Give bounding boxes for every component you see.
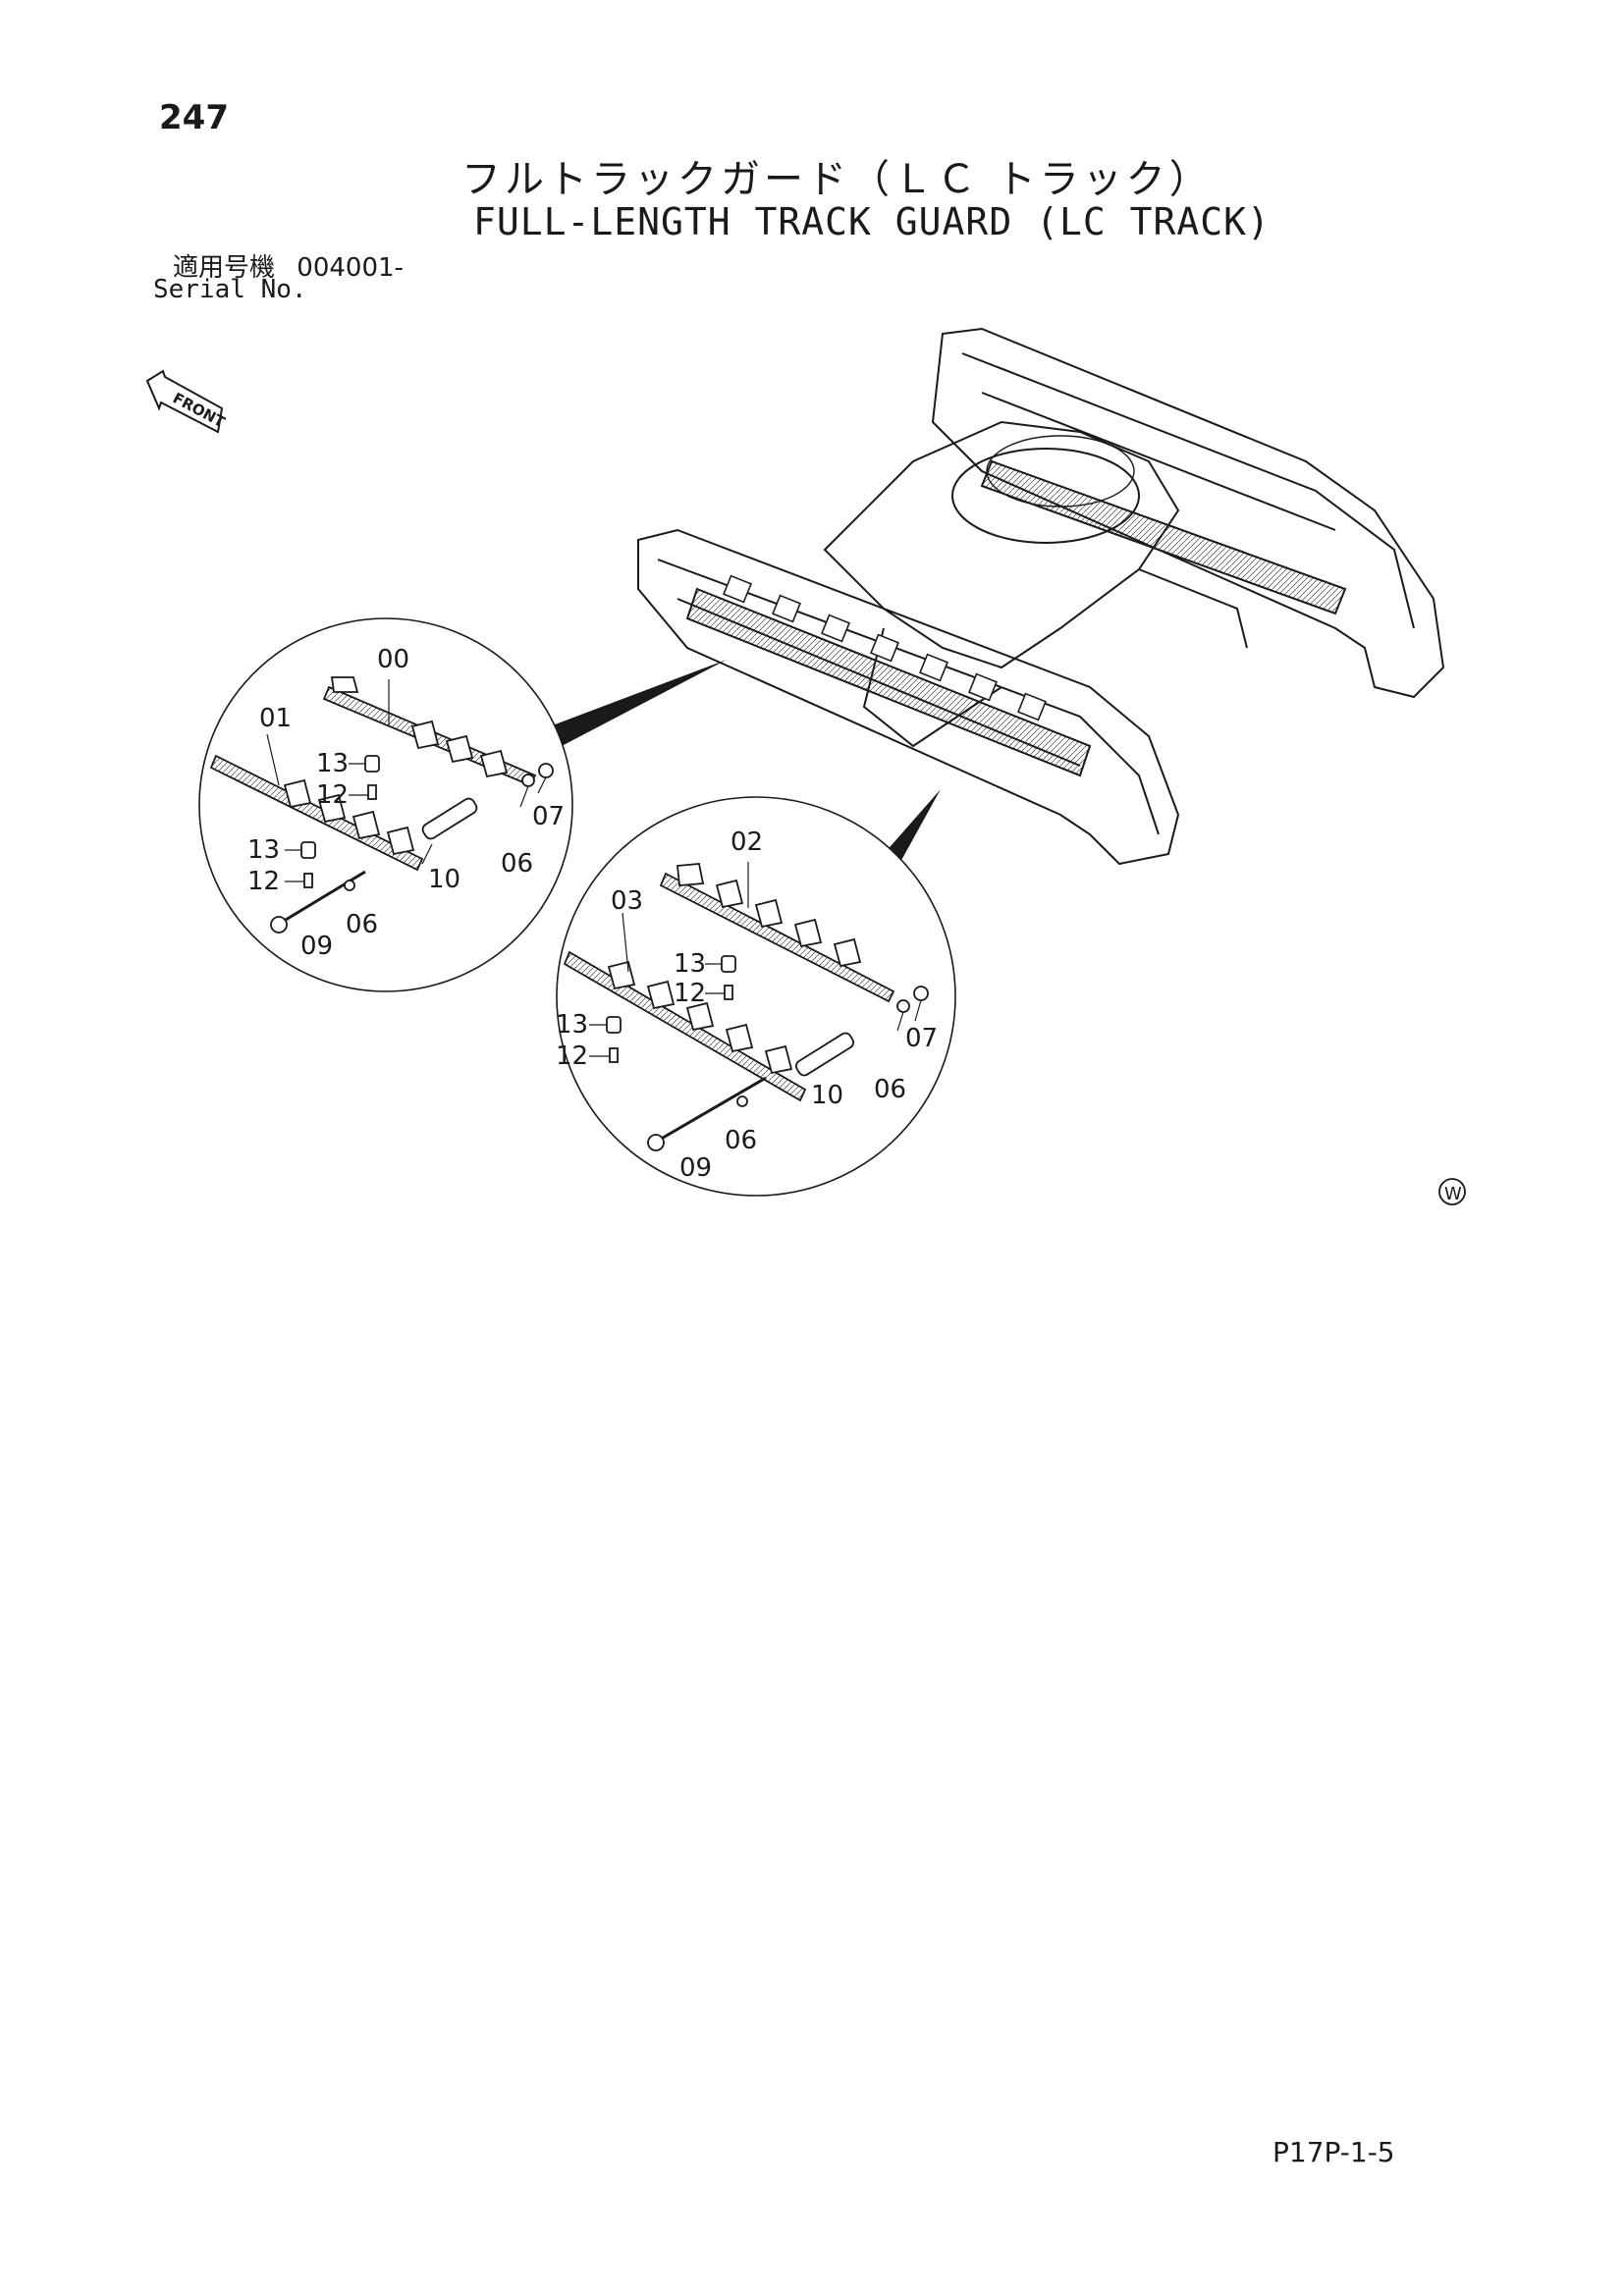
detail-reference-circle xyxy=(986,435,1135,507)
callout-right-06a: 06 xyxy=(874,1075,906,1104)
serial-label-japanese: 適用号機 004001- xyxy=(173,247,404,284)
callout-left-07: 07 xyxy=(532,802,565,831)
callout-left-12b: 12 xyxy=(247,867,280,896)
callout-left-01: 01 xyxy=(259,704,292,733)
callout-left-13b: 13 xyxy=(247,835,280,865)
callout-right-06b: 06 xyxy=(725,1126,757,1155)
detail-circle-right: 02 03 13 12 13 12 10 06 07 09 06 xyxy=(556,796,956,1197)
serial-value: 004001- xyxy=(297,253,404,283)
callout-left-00: 00 xyxy=(377,645,409,674)
callout-right-12b: 12 xyxy=(556,1041,588,1071)
callout-right-12a: 12 xyxy=(674,979,706,1008)
footer-page-code: P17P-1-5 xyxy=(1272,2136,1395,2168)
page-number: 247 xyxy=(159,98,229,137)
callout-right-13a: 13 xyxy=(674,949,706,979)
leader-arrow-right xyxy=(884,789,941,864)
callout-left-10: 10 xyxy=(428,865,460,894)
front-arrow-icon: FRONT xyxy=(145,369,229,434)
callout-right-10: 10 xyxy=(811,1081,843,1110)
callout-left-06b: 06 xyxy=(346,910,378,939)
callout-right-02: 02 xyxy=(731,828,763,857)
callout-right-09: 09 xyxy=(679,1153,712,1183)
callout-left-12a: 12 xyxy=(316,780,349,810)
detail-circle-left: 00 01 13 12 13 12 10 06 07 09 06 xyxy=(198,617,573,992)
title-japanese: フルトラックガード（ＬＣ トラック） xyxy=(461,157,1213,202)
serial-label-english: Serial No. xyxy=(153,275,307,304)
near-guard-teeth xyxy=(723,574,1047,721)
serial-label-jp: 適用号機 xyxy=(173,253,276,283)
callout-right-03: 03 xyxy=(611,886,643,916)
far-track-guard xyxy=(980,459,1347,615)
callout-right-13b: 13 xyxy=(556,1010,588,1040)
near-track-guard xyxy=(685,587,1092,777)
leader-arrow-left xyxy=(550,660,727,746)
callout-left-13a: 13 xyxy=(316,749,349,778)
callout-left-09: 09 xyxy=(300,932,333,961)
callout-right-07: 07 xyxy=(905,1024,938,1053)
circled-w-letter: W xyxy=(1444,1184,1462,1204)
title-english: FULL-LENGTH TRACK GUARD (LC TRACK) xyxy=(473,200,1271,243)
callout-left-06a: 06 xyxy=(501,849,533,879)
circled-w-icon: W xyxy=(1438,1178,1466,1205)
